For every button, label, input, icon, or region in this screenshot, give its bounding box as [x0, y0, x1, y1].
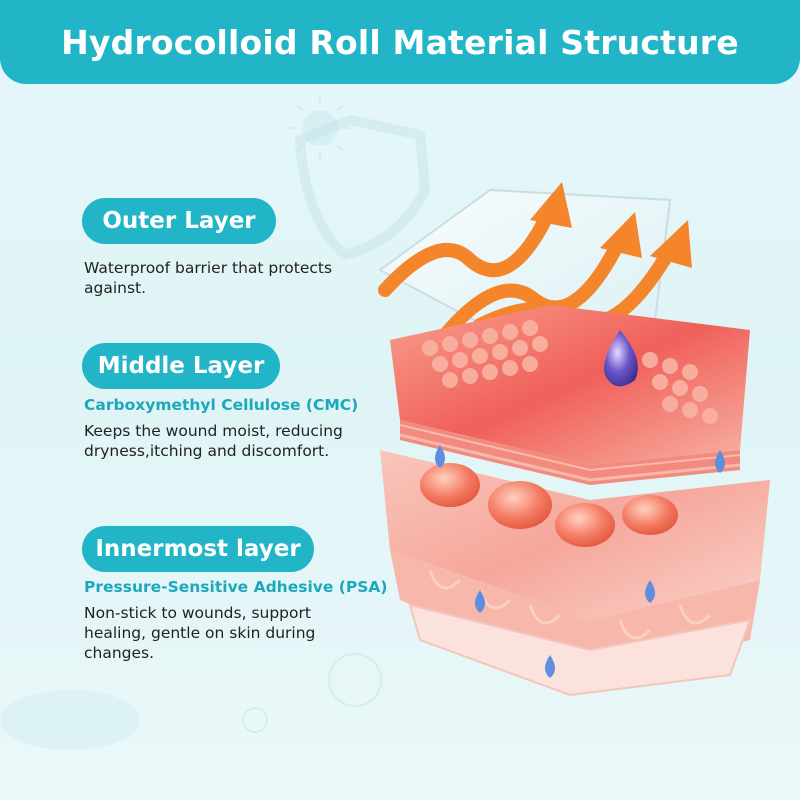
- middle-layer-subtitle: Carboxymethyl Cellulose (CMC): [84, 396, 359, 414]
- outer-layer-description: Waterproof barrier that protects against…: [84, 259, 333, 297]
- innermost-layer: [408, 603, 752, 697]
- material-layers-illustration: [378, 182, 770, 697]
- innermost-layer-pill: Innermost layer: [82, 526, 314, 572]
- water-drop-icon: [435, 445, 725, 678]
- title-banner: Hydrocolloid Roll Material Structure: [0, 0, 800, 84]
- arrow-head-icon: [530, 182, 692, 268]
- top-layer: [390, 305, 750, 485]
- bubble-decoration: [242, 707, 268, 733]
- water-drop-icon: [604, 330, 638, 387]
- middle-layer-label: Middle Layer: [97, 353, 265, 379]
- middle-layer-pill: Middle Layer: [82, 343, 280, 389]
- bubble-decoration: [0, 690, 140, 750]
- middle-layer-description: Keeps the wound moist, reducing dryness,…: [84, 422, 343, 460]
- virus-icon: [288, 96, 352, 160]
- outer-layer-label: Outer Layer: [102, 208, 256, 234]
- innermost-layer-description: Non-stick to wounds, support healing, ge…: [84, 604, 316, 662]
- innermost-layer-subtitle: Pressure-Sensitive Adhesive (PSA): [84, 578, 388, 596]
- innermost-layer-label: Innermost layer: [95, 536, 301, 562]
- page-title: Hydrocolloid Roll Material Structure: [61, 22, 739, 62]
- outer-layer-pill: Outer Layer: [82, 198, 276, 244]
